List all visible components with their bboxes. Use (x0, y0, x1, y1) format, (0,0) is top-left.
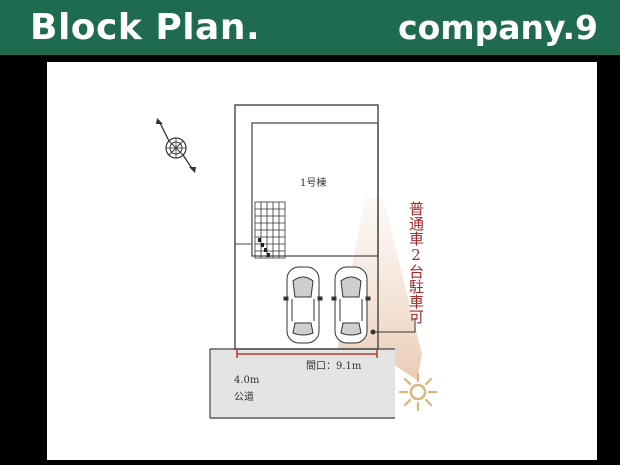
page-title: Block Plan. (30, 7, 261, 48)
entrance-steps (258, 238, 270, 257)
plan-panel: 1号棟 間口：9.1m 4.0m 公道 普通車2台駐車可 (47, 62, 597, 460)
stair-grid (254, 201, 286, 259)
compass-icon (156, 118, 196, 173)
road-width-label: 4.0m (234, 375, 260, 386)
header-bar: Block Plan. company.9 (0, 0, 620, 55)
road-type-label: 公道 (234, 392, 254, 403)
parking-leader-dot (370, 329, 376, 335)
site-plan-drawing (156, 104, 438, 419)
building-footprint (251, 122, 379, 257)
car-icon (283, 266, 323, 344)
porch-line (235, 243, 253, 256)
sun-icon (398, 372, 438, 412)
car-icon (331, 266, 371, 344)
road-area (210, 349, 395, 419)
parking-leader-line (373, 318, 416, 333)
company-name: company.9 (398, 8, 598, 47)
building-label: 1号棟 (300, 178, 327, 189)
parking-note: 普通車2台駐車可 (407, 200, 425, 324)
frontage-label: 間口：9.1m (306, 361, 362, 372)
